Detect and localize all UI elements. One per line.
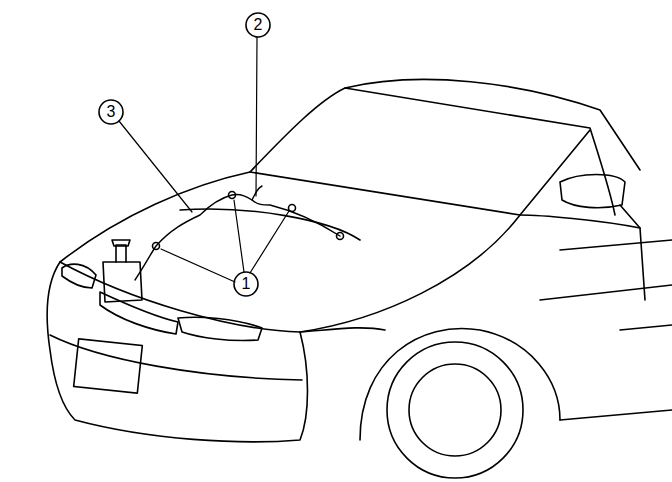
front-fascia: [47, 262, 307, 442]
washer-tank: [103, 262, 142, 302]
callout-circle: [246, 13, 270, 37]
wheel-arch: [360, 328, 560, 440]
hood: [60, 172, 520, 332]
leader-line: [161, 249, 235, 282]
windshield: [250, 88, 615, 215]
washer-tank-neck: [116, 245, 126, 262]
bumper-line: [50, 335, 302, 380]
tire: [387, 342, 523, 478]
leader-line: [256, 37, 257, 196]
callout-number: 1: [234, 272, 258, 296]
leader-line: [234, 200, 244, 272]
fender: [300, 215, 640, 332]
roof-line: [345, 79, 640, 170]
callout-number: 3: [99, 100, 123, 124]
side-panel: [540, 240, 672, 420]
washer-nozzle: [289, 205, 296, 212]
callout-number: 2: [246, 13, 270, 37]
leader-line: [119, 121, 192, 212]
wheel: [409, 364, 501, 456]
callout-circle: [99, 100, 123, 124]
washer-hose: [135, 194, 340, 280]
grille: [100, 292, 178, 334]
license-plate: [74, 339, 143, 393]
washer-hose-branch: [252, 186, 262, 200]
washer-nozzle: [229, 192, 236, 199]
callout-circle: [234, 272, 258, 296]
headlight-left: [62, 264, 96, 288]
washer-nozzle: [337, 233, 344, 240]
headlight-right: [178, 317, 262, 340]
washer-cap: [112, 240, 130, 246]
washer-nozzle: [153, 243, 160, 250]
hood-crease: [180, 209, 360, 240]
door-line: [620, 205, 645, 300]
leader-line: [250, 211, 289, 273]
side-mirror: [560, 175, 625, 208]
